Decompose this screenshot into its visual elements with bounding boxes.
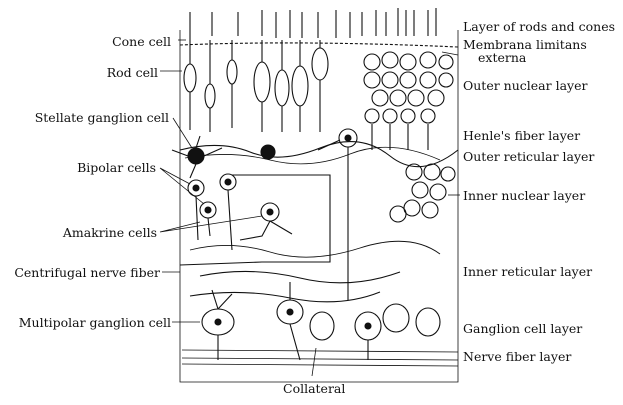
label-cone-cell: Cone cell — [112, 35, 171, 48]
ganglion-cells-drawing — [202, 282, 440, 340]
label-bipolar-cells: Bipolar cells — [77, 161, 156, 174]
photoreceptor-outer-segments — [190, 8, 436, 38]
label-henle-fiber-layer: Henle's fiber layer — [463, 129, 580, 142]
label-inner-nuclear-layer: Inner nuclear layer — [463, 189, 585, 202]
label-inner-reticular-layer: Inner reticular layer — [463, 265, 592, 278]
nerve-fiber-lines — [182, 350, 458, 366]
section-outline — [180, 30, 458, 382]
label-multipolar-ganglion-cell: Multipolar ganglion cell — [19, 316, 171, 329]
outer-nuclear-nuclei — [364, 52, 453, 150]
stellate-ganglion-cell-drawing — [172, 129, 357, 300]
label-nerve-fiber-layer: Nerve fiber layer — [463, 350, 571, 363]
label-amakrine-cells: Amakrine cells — [63, 226, 157, 239]
label-stellate-ganglion-cell: Stellate ganglion cell — [35, 111, 169, 124]
label-rod-cell: Rod cell — [107, 66, 158, 79]
photoreceptor-cell-bodies — [184, 36, 328, 132]
label-membrana-limitans-2: externa — [478, 51, 526, 64]
label-outer-nuclear-layer: Outer nuclear layer — [463, 79, 587, 92]
label-ganglion-cell-layer: Ganglion cell layer — [463, 322, 582, 335]
amakrine-cell-drawing — [240, 203, 292, 240]
label-centrifugal-nerve-fiber: Centrifugal nerve fiber — [14, 266, 160, 279]
label-collateral: Collateral — [283, 382, 345, 395]
inner-nuclear-nuclei — [390, 164, 455, 222]
membrana-limitans-line — [180, 43, 458, 47]
bipolar-cells-drawing — [188, 174, 236, 250]
label-outer-reticular-layer: Outer reticular layer — [463, 150, 594, 163]
label-layer-rods-cones: Layer of rods and cones — [463, 20, 615, 33]
centrifugal-fiber — [180, 175, 330, 265]
